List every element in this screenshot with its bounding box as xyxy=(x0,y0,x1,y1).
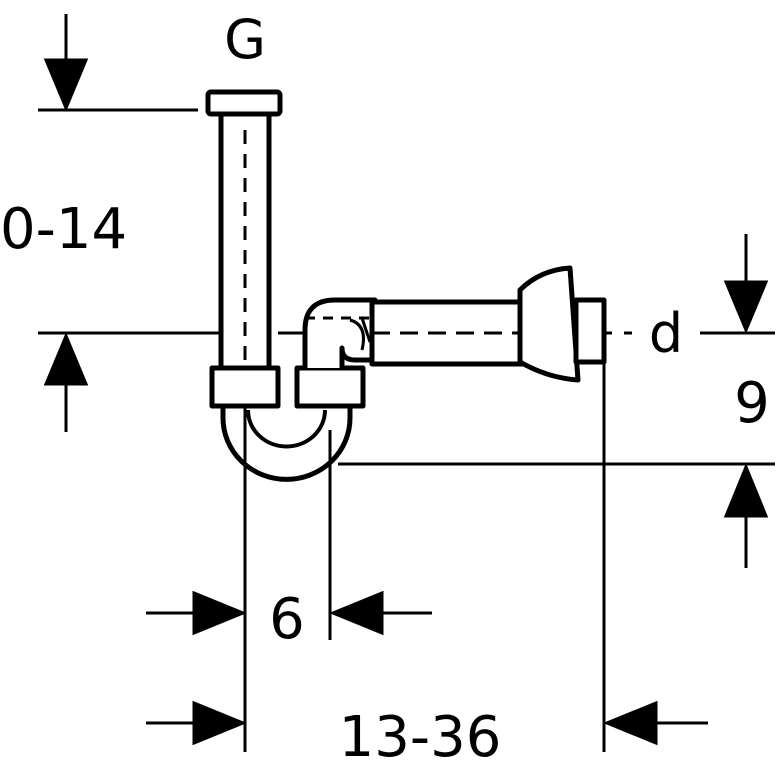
trap-offset-label: 6 xyxy=(269,587,305,652)
dimension-arrows xyxy=(43,14,769,746)
arrow-up-lower xyxy=(723,463,769,518)
right-union-nut xyxy=(294,365,366,409)
pipe-detail xyxy=(243,130,372,360)
trap-bend-inner xyxy=(246,409,327,449)
arrow-left-6 xyxy=(329,590,384,636)
arrow-right-6 xyxy=(192,590,247,636)
arrow-left-13-36 xyxy=(603,700,658,746)
inlet-cap xyxy=(205,89,283,117)
height-range-label: 0-14 xyxy=(0,197,127,262)
left-union-nut xyxy=(209,365,281,409)
wall-connector xyxy=(573,297,607,365)
arrow-down-outlet xyxy=(723,280,769,334)
thread-label: G xyxy=(224,8,266,71)
trap-bend xyxy=(220,402,353,482)
arrow-right-13-36 xyxy=(192,700,247,746)
wall-rosette xyxy=(517,265,581,383)
arrow-up-centre xyxy=(43,332,89,386)
bottle-trap xyxy=(205,89,607,482)
arrow-down-top xyxy=(43,58,89,112)
diameter-label: d xyxy=(649,302,683,365)
length-range-label: 13-36 xyxy=(339,705,502,763)
outlet-height-label: 9 xyxy=(734,371,770,436)
reference-lines xyxy=(38,108,775,752)
